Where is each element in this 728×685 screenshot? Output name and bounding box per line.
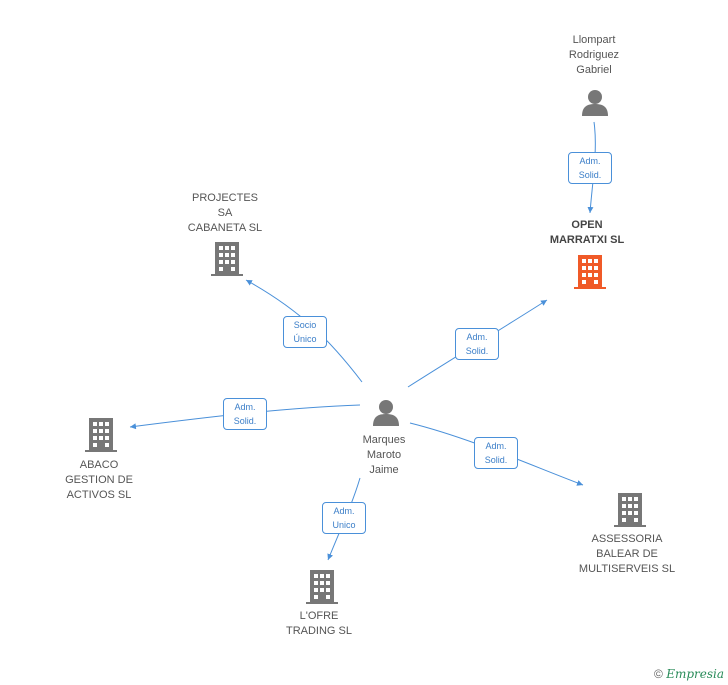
edge-label-marques-lofre: Adm.Unico (322, 502, 366, 534)
building-icon[interactable] (614, 493, 646, 527)
edge-label-marques-open: Adm.Solid. (455, 328, 499, 360)
node-open-label[interactable]: OPEN MARRATXI SL (549, 219, 625, 246)
edge-label-marques-abaco: Adm.Solid. (223, 398, 267, 430)
node-abaco-label[interactable]: ABACO GESTION DE ACTIVOS SL (65, 459, 133, 501)
node-llompart-label[interactable]: Llompart Rodriguez Gabriel (568, 34, 620, 76)
building-icon[interactable] (211, 242, 243, 276)
node-lofre-label[interactable]: L'OFRE TRADING SL (285, 610, 352, 637)
building-icon[interactable] (306, 570, 338, 604)
edge-label-marques-assessoria: Adm.Solid. (474, 437, 518, 469)
person-icon[interactable] (581, 88, 609, 116)
node-marques-label[interactable]: Marques Maroto Jaime (362, 434, 406, 476)
node-assessoria-label[interactable]: ASSESSORIA BALEAR DE MULTISERVEIS SL (578, 533, 676, 575)
brand-logo[interactable]: Empresia (666, 667, 724, 681)
building-icon-focus[interactable] (574, 255, 606, 289)
copyright: © Empresia (654, 667, 724, 681)
edge-label-llompart-open: Adm.Solid. (568, 152, 612, 184)
node-projectes-label[interactable]: PROJECTES SA CABANETA SL (187, 192, 263, 234)
building-icon[interactable] (85, 418, 117, 452)
person-icon[interactable] (372, 398, 400, 426)
copyright-icon: © (654, 667, 663, 681)
